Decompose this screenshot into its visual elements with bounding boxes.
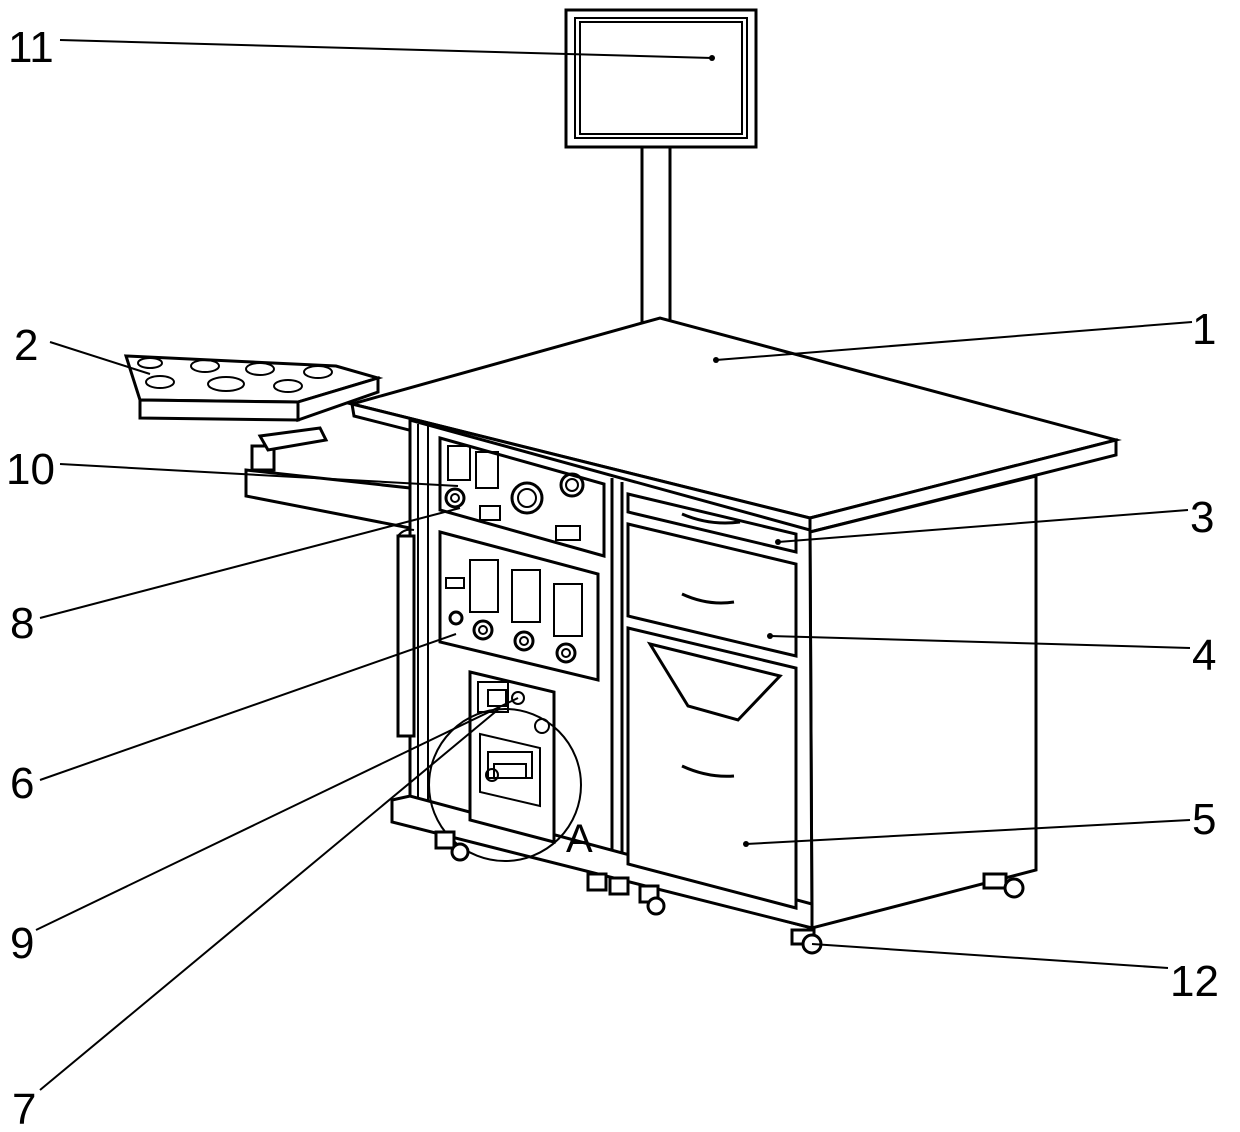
label-6: 6 [10, 759, 34, 808]
label-2: 2 [14, 321, 38, 370]
label-5: 5 [1192, 795, 1216, 844]
label-3: 3 [1190, 493, 1214, 542]
monitor [566, 10, 756, 330]
lower-unit [470, 672, 554, 842]
label-8: 8 [10, 599, 34, 648]
label-9: 9 [10, 919, 34, 968]
label-10: 10 [6, 445, 55, 494]
label-11: 11 [8, 23, 54, 72]
label-1: 1 [1192, 305, 1216, 354]
side-arm-and-tray [126, 356, 410, 528]
label-4: 4 [1192, 631, 1216, 680]
side-bin [398, 530, 414, 736]
label-7: 7 [12, 1085, 36, 1132]
label-12: 12 [1170, 957, 1219, 1006]
detail-marker: A [566, 817, 593, 861]
